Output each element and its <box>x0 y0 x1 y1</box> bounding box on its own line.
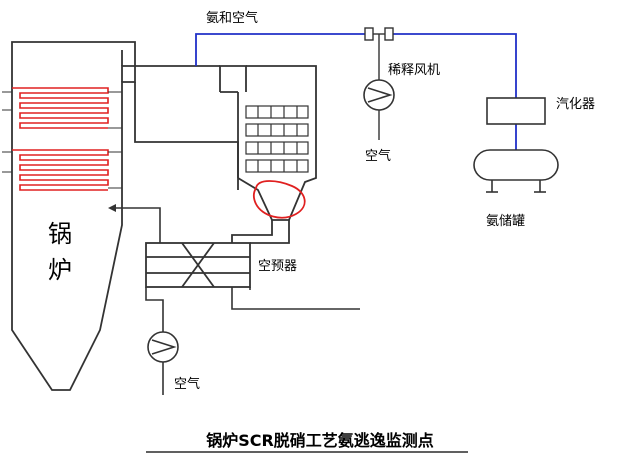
boiler-label-char2: 炉 <box>48 256 72 284</box>
air-supply-line <box>145 287 164 395</box>
flue-gas-exit <box>231 287 360 310</box>
vaporizer <box>486 97 546 125</box>
ammonia-tank <box>473 149 559 193</box>
hot-air-return-line <box>112 207 161 243</box>
reactor-outlet-duct <box>231 220 290 244</box>
bottom-air-fan <box>147 331 179 363</box>
bottom-air-label: 空气 <box>174 376 200 392</box>
heating-coils <box>12 87 109 191</box>
ammonia-tank-label: 氨储罐 <box>486 214 525 229</box>
vaporizer-label: 汽化器 <box>556 97 595 112</box>
hot-air-arrow <box>108 204 116 212</box>
fan-air-label: 空气 <box>365 148 391 164</box>
air-preheater-label: 空预器 <box>258 259 297 274</box>
ammonia-slip-monitoring-point <box>252 180 306 219</box>
boiler-label-char1: 锅 <box>48 220 72 248</box>
scr-reactor <box>219 65 317 221</box>
dilution-fan-label: 稀释风机 <box>388 63 440 78</box>
dilution-fan <box>363 79 395 111</box>
coil-guide-lines <box>2 91 122 189</box>
air-preheater <box>145 242 251 288</box>
catalyst-layers <box>245 105 309 173</box>
boiler-body <box>11 41 136 391</box>
ammonia-air-line <box>195 33 517 150</box>
diagram-caption: 锅炉SCR脱硝工艺氨逃逸监测点 <box>206 431 434 450</box>
ammonia-air-label: 氨和空气 <box>206 10 258 26</box>
